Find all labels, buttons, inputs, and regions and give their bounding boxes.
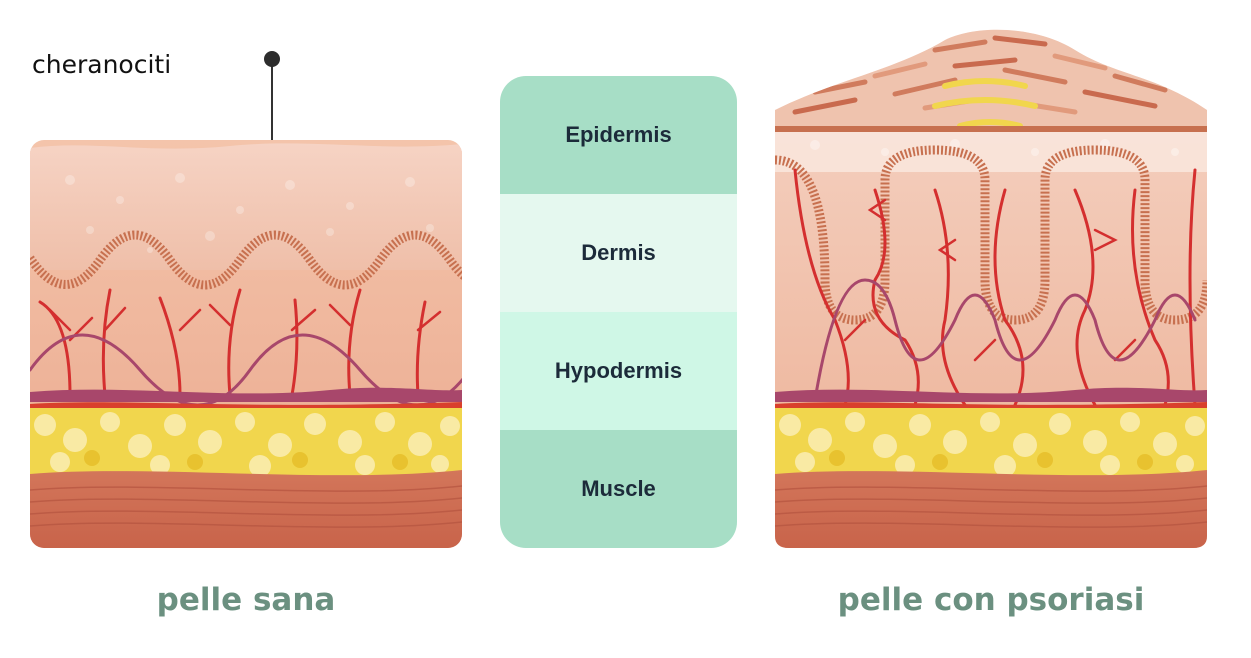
caption-healthy-skin: pelle sana xyxy=(156,582,336,618)
legend-dermis-label: Dermis xyxy=(581,240,656,265)
legend-hypodermis: Hypodermis xyxy=(500,312,737,430)
keratinocytes-label: cheranociti xyxy=(32,50,172,79)
caption-psoriasis-skin: pelle con psoriasi xyxy=(837,582,1145,618)
psoriasis-skin-illustration xyxy=(775,29,1207,549)
legend-muscle: Muscle xyxy=(500,430,737,548)
legend-hypodermis-label: Hypodermis xyxy=(554,358,683,383)
legend-muscle-label: Muscle xyxy=(581,476,656,501)
healthy-skin-illustration xyxy=(30,140,462,548)
legend-epidermis-label: Epidermis xyxy=(565,122,672,147)
legend-epidermis: Epidermis xyxy=(500,76,737,194)
skin-layer-legend: Epidermis Dermis Hypodermis Muscle xyxy=(500,76,737,548)
legend-dermis: Dermis xyxy=(500,194,737,312)
